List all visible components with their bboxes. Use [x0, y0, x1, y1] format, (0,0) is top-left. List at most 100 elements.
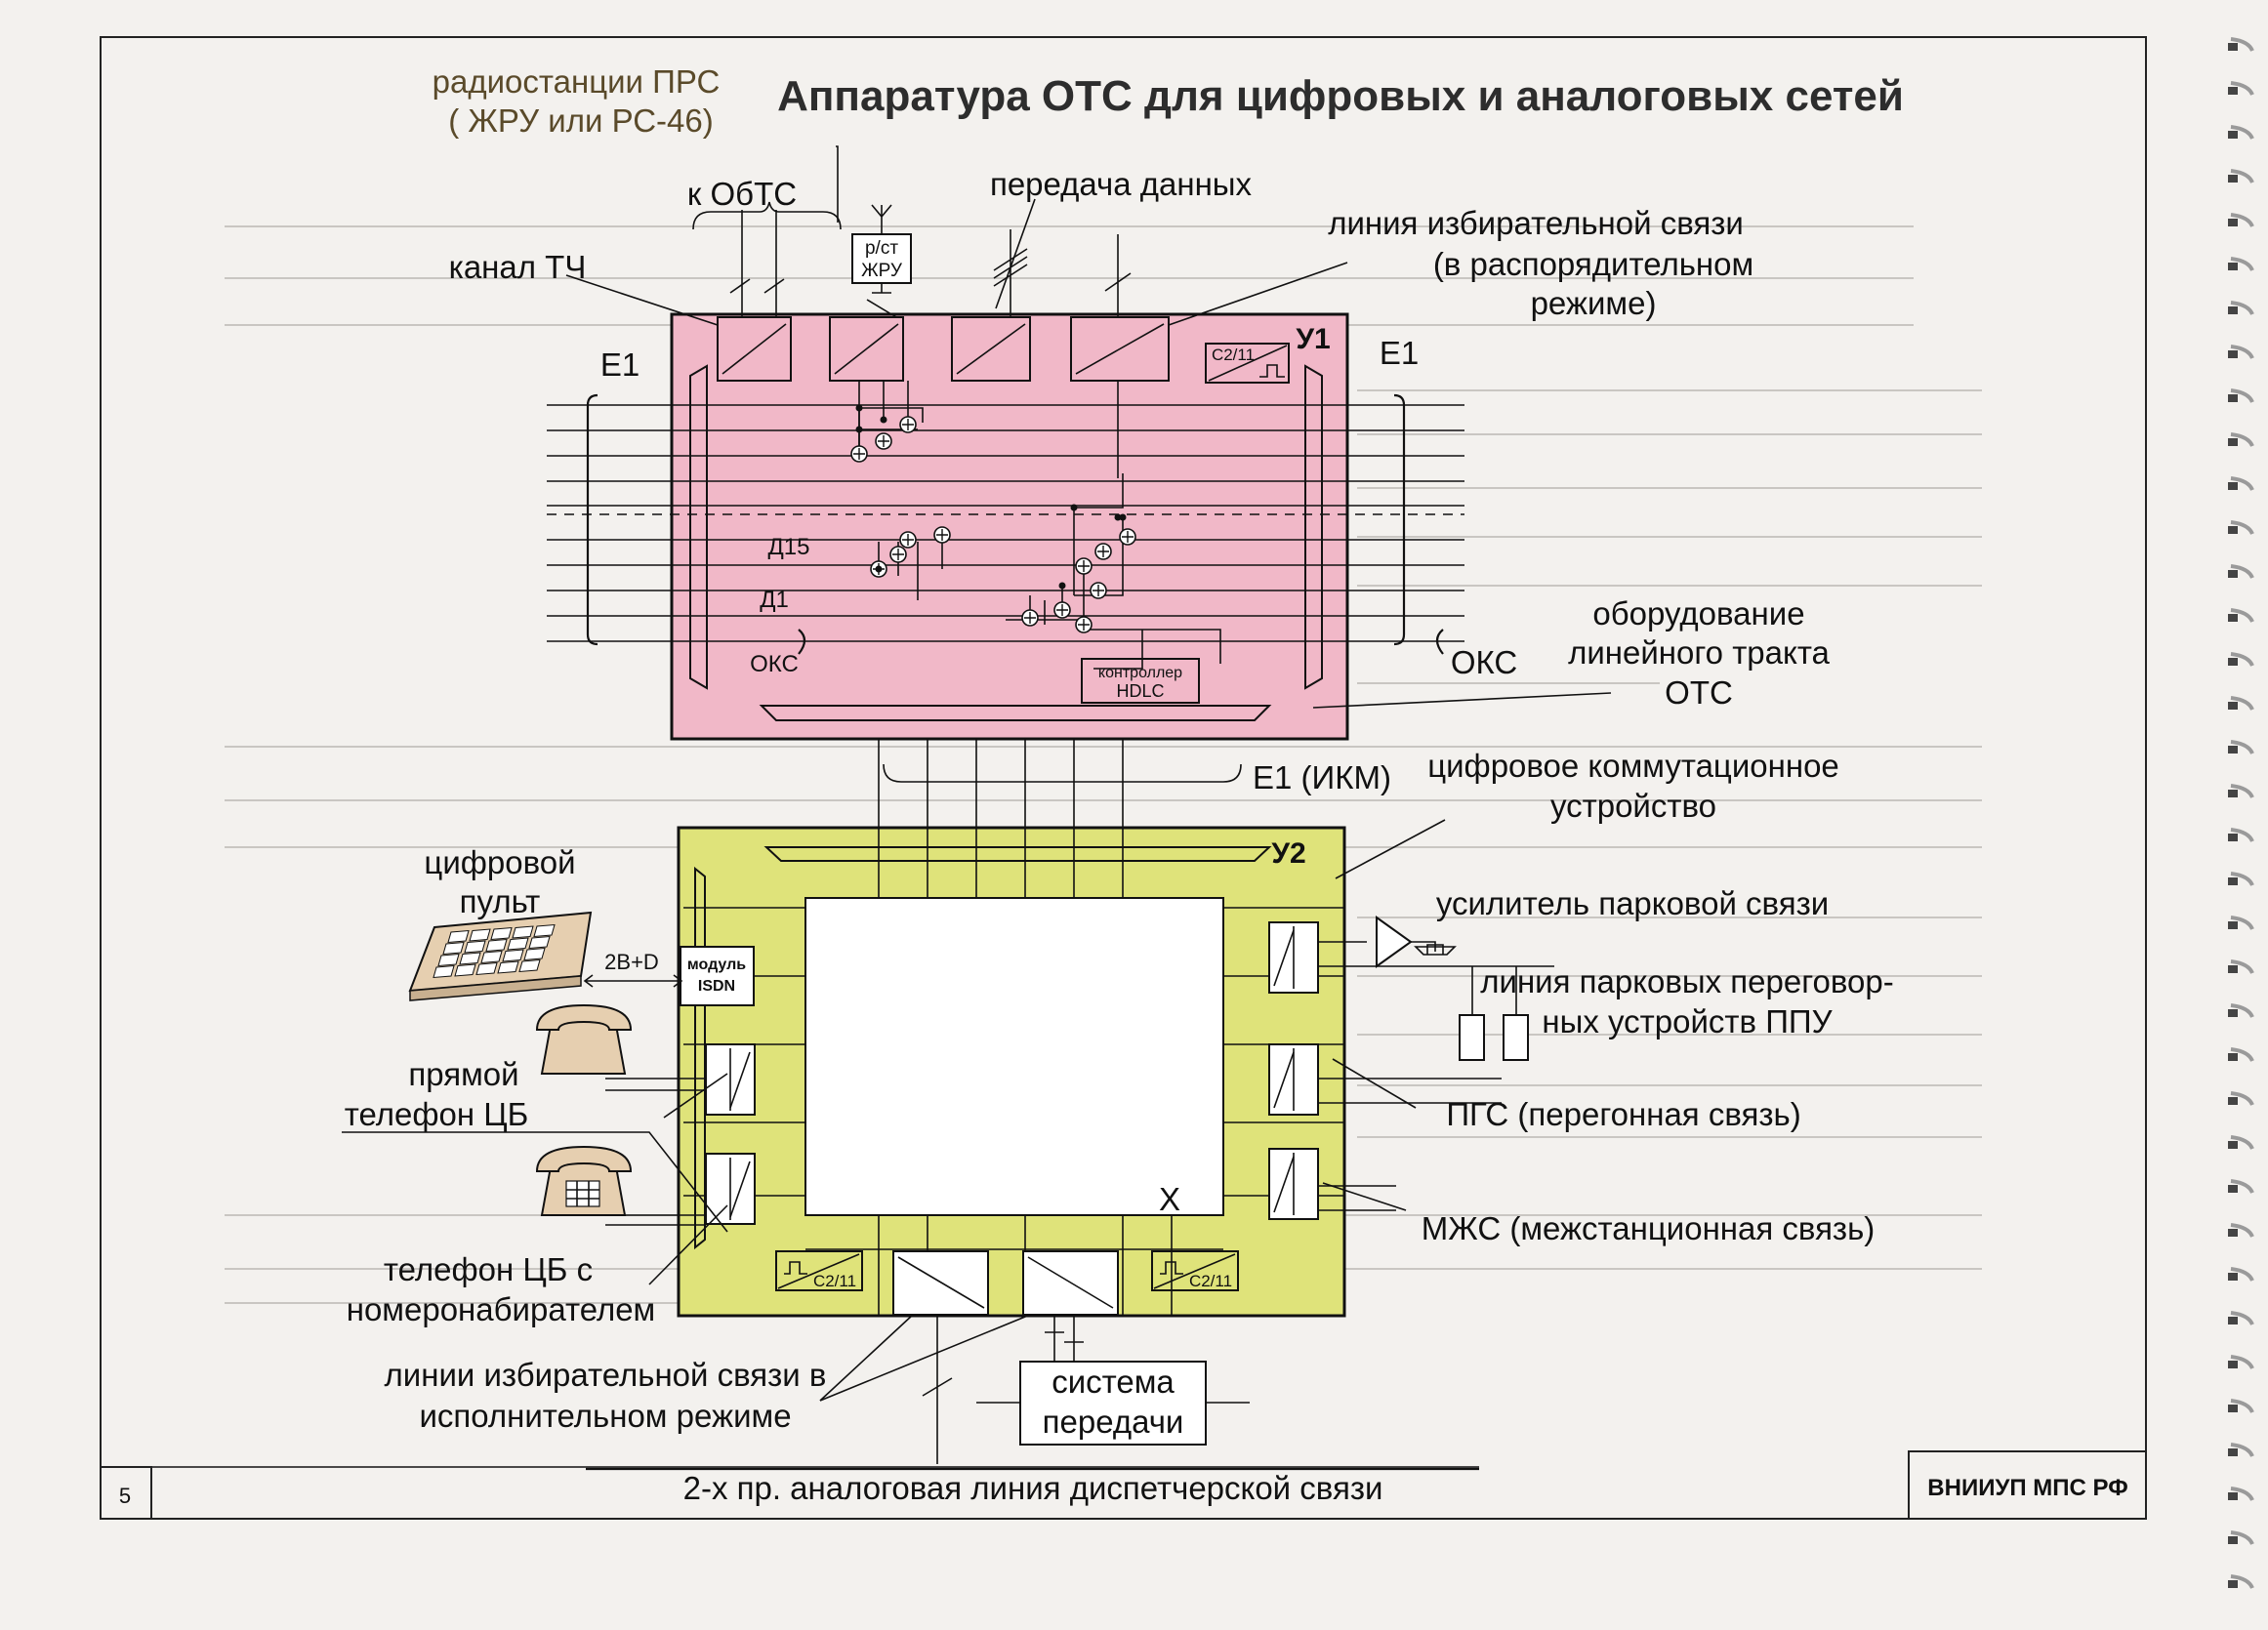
keypad-key	[507, 937, 529, 951]
isdn-bus-arrow	[583, 974, 683, 988]
data-label: передача данных	[990, 166, 1253, 202]
equip-line2: линейного тракта	[1568, 634, 1830, 671]
hdlc-controller	[1081, 658, 1200, 704]
park-amp-label: усилитель парковой связи	[1436, 885, 1829, 921]
selective-line2: (в распорядительном	[1433, 246, 1753, 282]
adder-icon	[1021, 609, 1039, 627]
adder-icon	[1075, 557, 1093, 575]
direct-phone-icon	[535, 1003, 633, 1075]
u2-c211-right-label: С2/11	[1189, 1272, 1232, 1290]
u1-bottom-mux	[759, 705, 1272, 721]
spiral-ring	[2228, 872, 2254, 886]
spiral-ring	[2228, 257, 2254, 271]
e1-left-bracket	[586, 393, 598, 646]
u1-c211-block	[1205, 343, 1290, 384]
adder-icon	[1119, 528, 1136, 546]
oks-left-bracket	[798, 629, 806, 655]
adder-icon	[1094, 543, 1112, 560]
spiral-ring	[2228, 301, 2254, 315]
dial-phone-icon	[535, 1145, 633, 1216]
u1-right-mux	[1304, 364, 1323, 690]
e1-left-label: Е1	[600, 346, 639, 383]
equip-line3: ОТС	[1665, 674, 1733, 711]
spiral-ring	[2228, 916, 2254, 930]
spiral-ring	[2228, 388, 2254, 403]
spiral-ring	[2228, 345, 2254, 359]
u1-left-mux	[689, 364, 708, 690]
e1-ikm-label: Е1 (ИКМ)	[1253, 759, 1391, 795]
isdn-line1: модуль	[687, 957, 746, 973]
keypad-key	[464, 940, 486, 954]
digital-panel-line1: цифровой	[424, 844, 575, 880]
spiral-ring	[2228, 1047, 2254, 1062]
spiral-ring	[2228, 1443, 2254, 1457]
u1-callout-leaders	[565, 145, 1612, 709]
keypad-key	[502, 949, 524, 962]
spiral-ring	[2228, 432, 2254, 447]
u2-c211-left-label: С2/11	[813, 1272, 856, 1290]
digital-switch-line2: устройство	[1550, 788, 1716, 824]
u1-block	[670, 312, 1349, 741]
d15-label: Д15	[768, 534, 810, 560]
spiral-ring	[2228, 1223, 2254, 1238]
u1-pulse-icon	[1259, 364, 1285, 378]
digital-panel-line2: пульт	[460, 883, 541, 919]
rst-line1: р/ст	[865, 238, 898, 259]
junction-dot	[855, 404, 863, 412]
exec-line1: линии избирательной связи в	[385, 1357, 827, 1393]
spiral-ring	[2228, 1487, 2254, 1501]
keypad-key	[512, 925, 534, 939]
junction-dot	[855, 426, 863, 433]
page-number-box	[100, 1466, 152, 1520]
e1-right-bracket	[1393, 393, 1406, 646]
digital-panel	[408, 911, 593, 1001]
adder-icon	[899, 531, 917, 549]
spiral-ring	[2228, 696, 2254, 711]
radio-line2: ( ЖРУ или РС-46)	[448, 102, 714, 139]
spiral-ring	[2228, 81, 2254, 96]
hdlc-line2: HDLC	[1116, 681, 1164, 701]
u1-trunk-lines	[547, 404, 1464, 642]
keypad-key	[485, 938, 508, 953]
selective-line1: линия избирательной связи	[1328, 205, 1744, 241]
k-obts-brace	[692, 201, 842, 230]
u1-top-blocks	[717, 316, 1170, 382]
u2-x-mark: X	[1159, 1181, 1180, 1217]
spiral-ring	[2228, 1355, 2254, 1369]
left-phone-lines	[342, 1073, 1031, 1402]
keypad-key	[480, 950, 503, 964]
spiral-ring	[2228, 1530, 2254, 1545]
keypad-key	[490, 926, 513, 941]
u2-left-mux	[694, 866, 706, 1250]
keypad-key	[469, 928, 491, 942]
antenna-icon	[871, 204, 892, 234]
junction-dot	[1070, 504, 1078, 511]
junction-dot	[880, 416, 887, 424]
org-label: ВНИИУП МПС РФ	[1927, 1475, 2127, 1501]
junction-dot	[1114, 513, 1122, 521]
e1-right-label: Е1	[1380, 335, 1419, 371]
page-frame	[100, 36, 2147, 1520]
spiral-ring	[2228, 740, 2254, 754]
analog-line-label: 2-х пр. аналоговая линия диспетчерской с…	[683, 1470, 1383, 1506]
oks-right-label: ОКС	[1451, 644, 1517, 680]
u2-c211-right	[1151, 1250, 1239, 1291]
spiral-ring	[2228, 1399, 2254, 1413]
spiral-ring	[2228, 1135, 2254, 1150]
dial-phone-line1: телефон ЦБ с	[384, 1251, 593, 1287]
transmission-system	[1019, 1361, 1207, 1446]
keypad-key	[447, 929, 470, 944]
spiral-ring	[2228, 828, 2254, 842]
adder-icon	[899, 416, 917, 433]
pgs-label: ПГС (перегонная связь)	[1446, 1096, 1800, 1132]
bus-label: 2B+D	[604, 950, 659, 974]
selective-line3: режиме)	[1531, 285, 1657, 321]
keypad-key	[518, 958, 541, 973]
dial-phone-line2: номеронабирателем	[347, 1291, 656, 1327]
diagram-title: Аппаратура ОТС для цифровых и аналоговых…	[777, 72, 1904, 120]
junction-dot	[1119, 513, 1127, 521]
u2-line-modules	[705, 921, 1319, 1316]
spiral-ring	[2228, 1179, 2254, 1194]
spiral-ring	[2228, 652, 2254, 667]
